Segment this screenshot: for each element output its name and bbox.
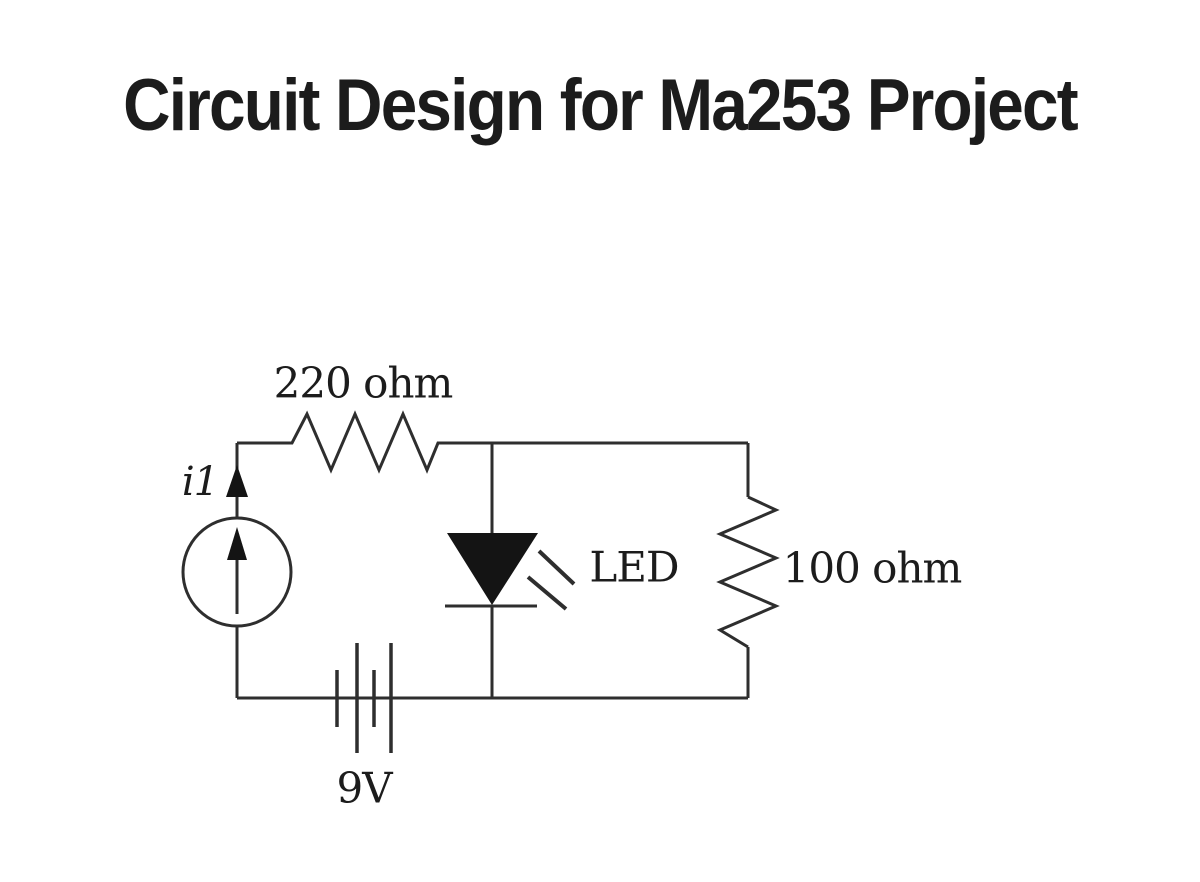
- page-title: Circuit Design for Ma253 Project: [123, 65, 1079, 146]
- top-wire-and-220ohm-resistor: [237, 410, 748, 474]
- current-direction-arrowhead: [226, 465, 248, 497]
- right-resistor-branch: [716, 443, 780, 698]
- led-light-ray-1: [537, 549, 576, 586]
- led-triangle: [447, 533, 538, 605]
- led-label: LED: [589, 542, 679, 592]
- led-branch: [445, 443, 576, 698]
- resistor-220-zigzag: [237, 410, 748, 474]
- current-source-branch: [181, 443, 293, 698]
- right-resistor-label: 100 ohm: [782, 543, 963, 593]
- current-source-arrowhead: [227, 527, 247, 560]
- current-source-label: i1: [181, 459, 219, 505]
- led-light-ray-2: [526, 575, 568, 611]
- battery-label: 9V: [336, 763, 392, 813]
- top-resistor-label: 220 ohm: [273, 358, 454, 408]
- resistor-100-zigzag: [716, 495, 780, 649]
